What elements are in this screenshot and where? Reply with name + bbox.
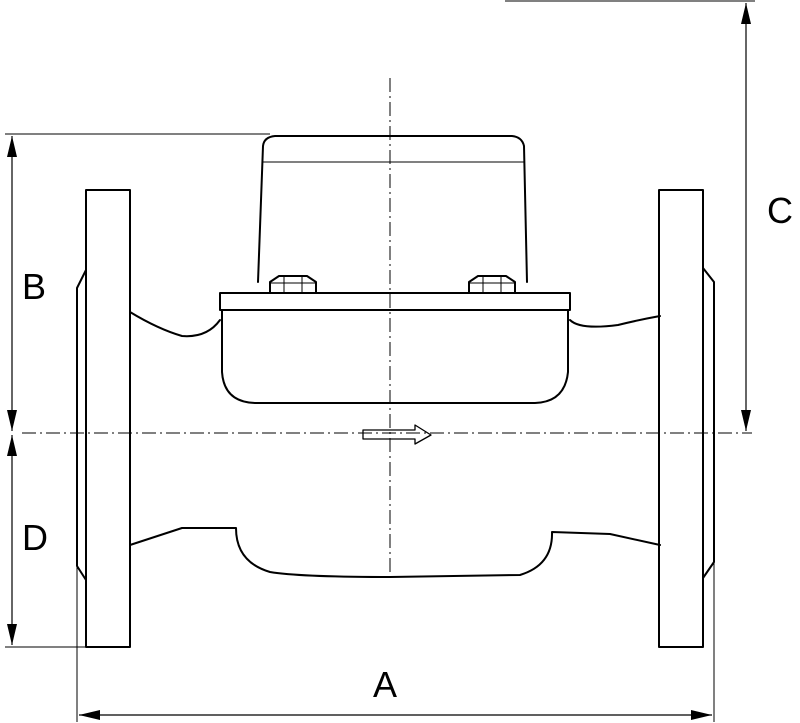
- dimension-a: A: [79, 664, 712, 720]
- dimension-d: D: [7, 435, 48, 645]
- right-flange: [658, 189, 715, 648]
- bolt-nut-right: [468, 275, 516, 294]
- dimension-b: B: [7, 136, 46, 431]
- meter-body: [129, 311, 661, 578]
- dimension-label-a: A: [373, 664, 397, 705]
- bolt-nut-left: [269, 275, 317, 294]
- centerlines: [22, 78, 752, 582]
- dimension-label-d: D: [22, 517, 48, 558]
- flow-direction-arrow: [362, 424, 432, 445]
- extension-lines: [5, 0, 755, 722]
- register-housing: [257, 135, 528, 283]
- cover-plate: [219, 292, 571, 404]
- dimension-c: C: [741, 3, 793, 431]
- dimension-label-b: B: [22, 266, 46, 307]
- dimension-label-c: C: [767, 190, 793, 231]
- left-flange: [76, 189, 131, 648]
